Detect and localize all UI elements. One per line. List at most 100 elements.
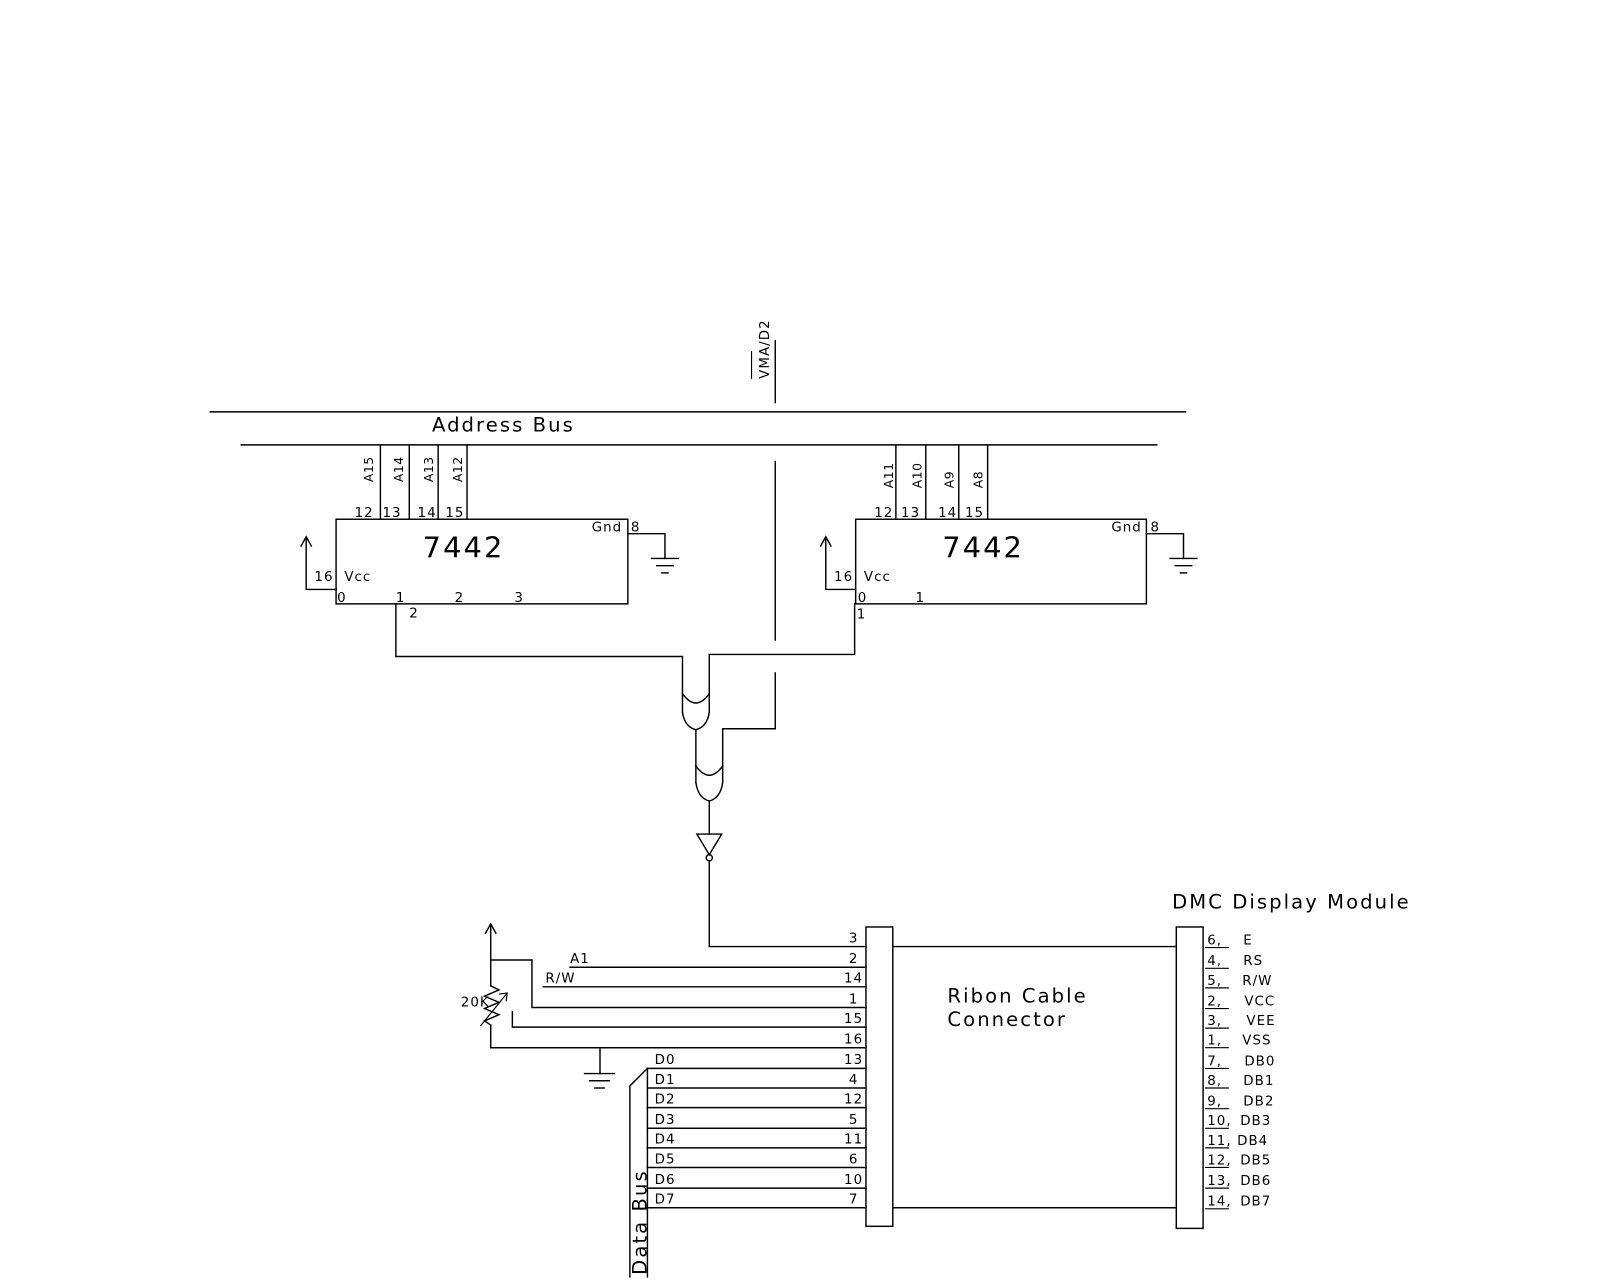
display-pin-number: 5, [1207, 974, 1222, 989]
connector-pin-number: 3 [849, 931, 859, 946]
data-bus: Data Bus [628, 1067, 651, 1278]
display-pin-name: VSS [1242, 1034, 1271, 1049]
connector-pin-number: 13 [844, 1053, 863, 1068]
vcc-label: Vcc [344, 570, 371, 585]
pin-number: 12 [355, 506, 374, 521]
pin-number: 13 [901, 506, 920, 521]
pin-number: 12 [874, 506, 893, 521]
display-module-title: DMC Display Module [1172, 890, 1411, 913]
or-gate-back-curve [681, 692, 711, 704]
address-label-a12: A12 [451, 456, 465, 482]
address-label-a14: A14 [392, 456, 406, 482]
data-bus-label: Data Bus [628, 1169, 651, 1275]
lcd-interface: A1 R/W 20K Data Bus [461, 922, 867, 1278]
decoder-left: 7442 A15 A14 A13 A12 12 13 14 15 Gnd 8 1… [300, 444, 684, 713]
decoder-left-output-wire [395, 603, 684, 713]
display-pin-number: 1, [1207, 1034, 1222, 1049]
address-bus-label: Address Bus [432, 413, 575, 436]
data-line-label: D1 [655, 1073, 676, 1088]
ground-symbol-icon [1169, 557, 1198, 574]
connector-pin-number: 4 [849, 1073, 859, 1088]
display-pin-number: 11, [1207, 1134, 1231, 1149]
or-gate-2 [694, 764, 724, 835]
display-pin-name: E [1243, 934, 1253, 949]
pin-number: 14 [418, 506, 437, 521]
display-pin-number: 8, [1207, 1074, 1222, 1089]
display-pin-name: DB7 [1240, 1195, 1271, 1210]
or-gate-body [681, 711, 711, 731]
display-module: DMC Display Module 6, E 4, RS 5, R/W 2, … [1172, 890, 1411, 1230]
decoder-right: 7442 A11 A10 A9 A8 12 13 14 15 Gnd 8 16 … [708, 444, 1198, 713]
ribbon-connector-label-line2: Connector [947, 1008, 1067, 1031]
output-label: 1 [396, 591, 406, 606]
address-label-a10: A10 [911, 463, 925, 489]
connector-pin-number: 1 [849, 992, 859, 1007]
data-line-label: D7 [655, 1193, 676, 1208]
inverter [695, 833, 867, 948]
output-pin-number: 1 [857, 607, 867, 622]
potentiometer: 20K [461, 984, 508, 1027]
vcc-label: Vcc [864, 570, 891, 585]
address-label-a13: A13 [422, 456, 436, 482]
enable-wire [708, 860, 867, 948]
ground-symbol-icon [583, 1072, 616, 1089]
display-pin-underlines [1205, 947, 1229, 1210]
data-line-label: D5 [655, 1152, 676, 1167]
display-pin-number: 2, [1207, 994, 1222, 1009]
data-line-label: D4 [655, 1133, 676, 1148]
or-gate-1 [681, 692, 711, 784]
display-pin-number: 3, [1207, 1014, 1222, 1029]
vcc-arrow-icon [819, 535, 832, 548]
pin15-wire [511, 1010, 867, 1028]
display-pin-name: DB3 [1240, 1114, 1271, 1129]
display-pin-name: R/W [1242, 974, 1272, 989]
output-pin-number: 2 [409, 606, 419, 621]
ribbon-connector-label-line1: Ribon Cable [947, 984, 1087, 1007]
data-line-label: D6 [655, 1173, 676, 1188]
display-pin-number: 9, [1207, 1095, 1222, 1110]
vcc-pin-number: 16 [314, 570, 333, 585]
display-pin-name: DB2 [1243, 1095, 1274, 1110]
vma-d2-label: VMA/D2 [758, 319, 773, 379]
output-label: 0 [858, 591, 868, 606]
output-label: 0 [337, 591, 347, 606]
display-pin-name: DB0 [1244, 1054, 1275, 1069]
pot-value-label: 20K [461, 995, 490, 1010]
connector-pin-number: 11 [844, 1133, 863, 1148]
vcc-arrow-icon [484, 922, 497, 935]
display-pin-number: 14, [1207, 1195, 1231, 1210]
connector-pin-number: 16 [844, 1033, 863, 1048]
vma-d2-wire-bottom [721, 672, 776, 784]
data-line-label: D3 [655, 1113, 676, 1128]
ground-symbol-icon [650, 557, 680, 574]
or-gate-back-curve [694, 764, 724, 776]
connector-pin-number: 14 [844, 972, 863, 987]
wiper-arrow-icon [479, 992, 508, 1027]
data-line-label: D0 [655, 1053, 676, 1068]
display-pin-name: RS [1243, 954, 1263, 969]
display-pin-name: DB6 [1240, 1174, 1271, 1189]
gnd-pin-number: 8 [1151, 521, 1161, 536]
a1-label: A1 [570, 952, 590, 967]
display-pin-number: 10, [1207, 1114, 1231, 1129]
output-label: 1 [915, 591, 925, 606]
vcc-wire [305, 537, 337, 591]
pin1-wire [489, 959, 867, 1009]
gnd-wire [627, 532, 666, 560]
address-label-a11: A11 [882, 463, 896, 489]
decoder-right-output-wire [708, 603, 856, 713]
address-label-a9: A9 [943, 471, 957, 488]
address-label-a15: A15 [362, 456, 376, 482]
vcc-wire [825, 537, 857, 591]
connector-pin-number: 12 [844, 1092, 863, 1107]
gnd-wire [1145, 532, 1185, 560]
decoder-left-body [335, 518, 629, 605]
decoder-right-body [854, 518, 1148, 605]
display-pin-name: DB1 [1243, 1074, 1274, 1089]
rw-label: R/W [545, 972, 575, 987]
address-bus: Address Bus [209, 411, 1187, 446]
vma-d2-signal: VMA/D2 [721, 319, 776, 784]
connector-pin-number: 5 [849, 1113, 859, 1128]
connector-pin-number: 2 [849, 952, 859, 967]
